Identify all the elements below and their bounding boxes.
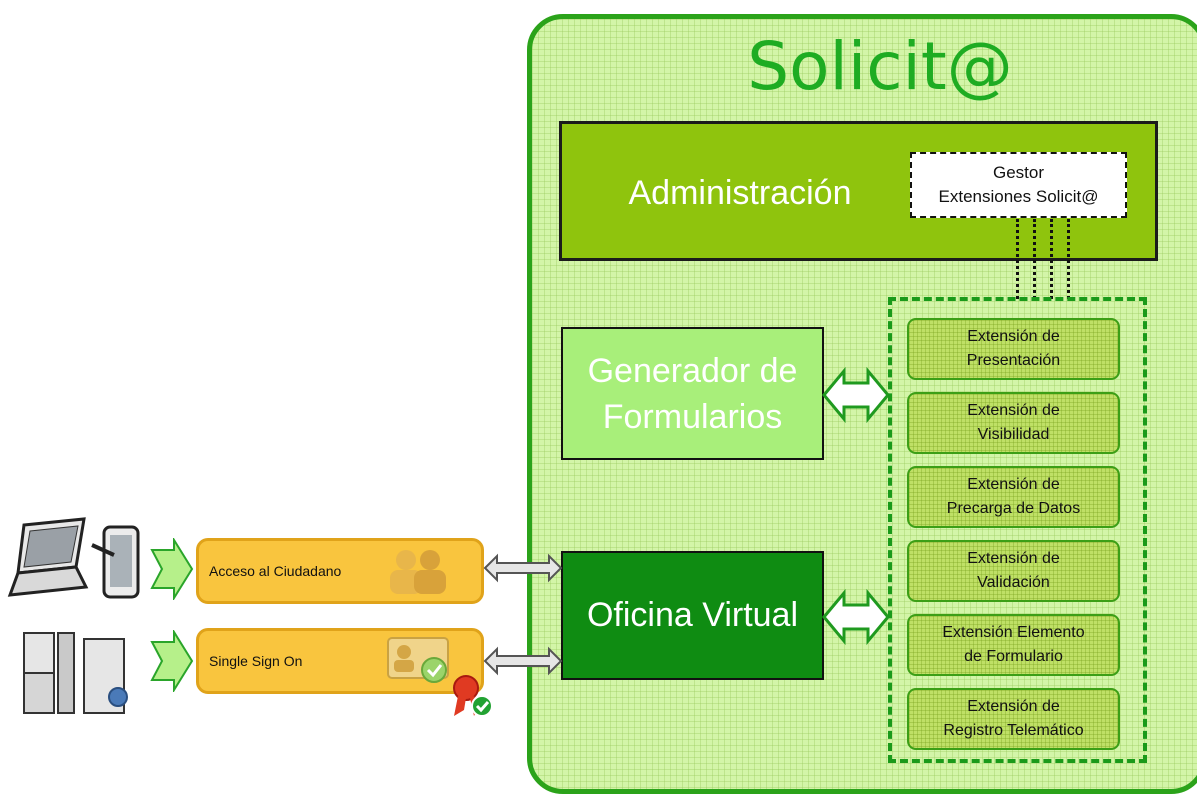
app-title: Solicit@ <box>747 28 1013 105</box>
extension-line-2: Presentación <box>966 352 1061 369</box>
extension-line-2: Validación <box>977 574 1050 591</box>
arrow-right-icon <box>150 630 194 692</box>
gestor-line-2: Extensiones Solicit@ <box>938 187 1099 206</box>
extension-line-1: Extensión de <box>967 476 1060 493</box>
extension-elemento-formulario: Extensión Elemento de Formulario <box>907 614 1120 676</box>
id-card-icon <box>387 637 449 683</box>
gestor-connector-3 <box>1050 219 1053 299</box>
extension-line-2: de Formulario <box>964 648 1063 665</box>
generador-line-1: Generador de <box>587 351 798 390</box>
double-arrow-acceso <box>483 553 563 583</box>
extension-presentacion: Extensión de Presentación <box>907 318 1120 380</box>
users-icon <box>390 550 446 594</box>
gestor-connector-4 <box>1067 219 1070 299</box>
extension-line-1: Extensión de <box>967 402 1060 419</box>
extensions-container <box>888 297 1147 763</box>
extension-line-1: Extensión de <box>967 550 1060 567</box>
gestor-line-1: Gestor <box>992 163 1045 182</box>
double-arrow-sso <box>483 646 563 676</box>
gestor-connector-1 <box>1016 219 1019 299</box>
extension-line-1: Extensión de <box>967 698 1060 715</box>
extension-line-1: Extensión de <box>967 328 1060 345</box>
extension-line-2: Precarga de Datos <box>946 500 1081 517</box>
extension-precarga: Extensión de Precarga de Datos <box>907 466 1120 528</box>
generador-formularios-box: Generador de Formularios <box>561 327 824 460</box>
single-sign-on-label: Single Sign On <box>209 653 303 669</box>
extension-validacion: Extensión de Validación <box>907 540 1120 602</box>
extension-line-2: Visibilidad <box>977 426 1050 443</box>
admin-label: Administración <box>628 174 852 212</box>
extension-visibilidad: Extensión de Visibilidad <box>907 392 1120 454</box>
oficina-label: Oficina Virtual <box>586 596 799 634</box>
certificate-badge-icon <box>453 675 493 717</box>
gestor-connector-2 <box>1033 219 1036 299</box>
gestor-extensiones-box: Gestor Extensiones Solicit@ <box>910 152 1127 218</box>
double-arrow-oficina <box>822 588 890 646</box>
extension-line-2: Registro Telemático <box>943 722 1084 739</box>
extension-registro-telematico: Extensión de Registro Telemático <box>907 688 1120 750</box>
double-arrow-generator <box>822 366 890 424</box>
generador-line-2: Formularios <box>602 397 783 436</box>
arrow-right-icon <box>150 538 194 600</box>
servers-icon <box>23 632 128 714</box>
oficina-virtual-box: Oficina Virtual <box>561 551 824 680</box>
acceso-ciudadano-label: Acceso al Ciudadano <box>209 563 342 579</box>
laptop-tablet-icon <box>7 517 140 599</box>
extension-line-1: Extensión Elemento <box>942 624 1085 641</box>
